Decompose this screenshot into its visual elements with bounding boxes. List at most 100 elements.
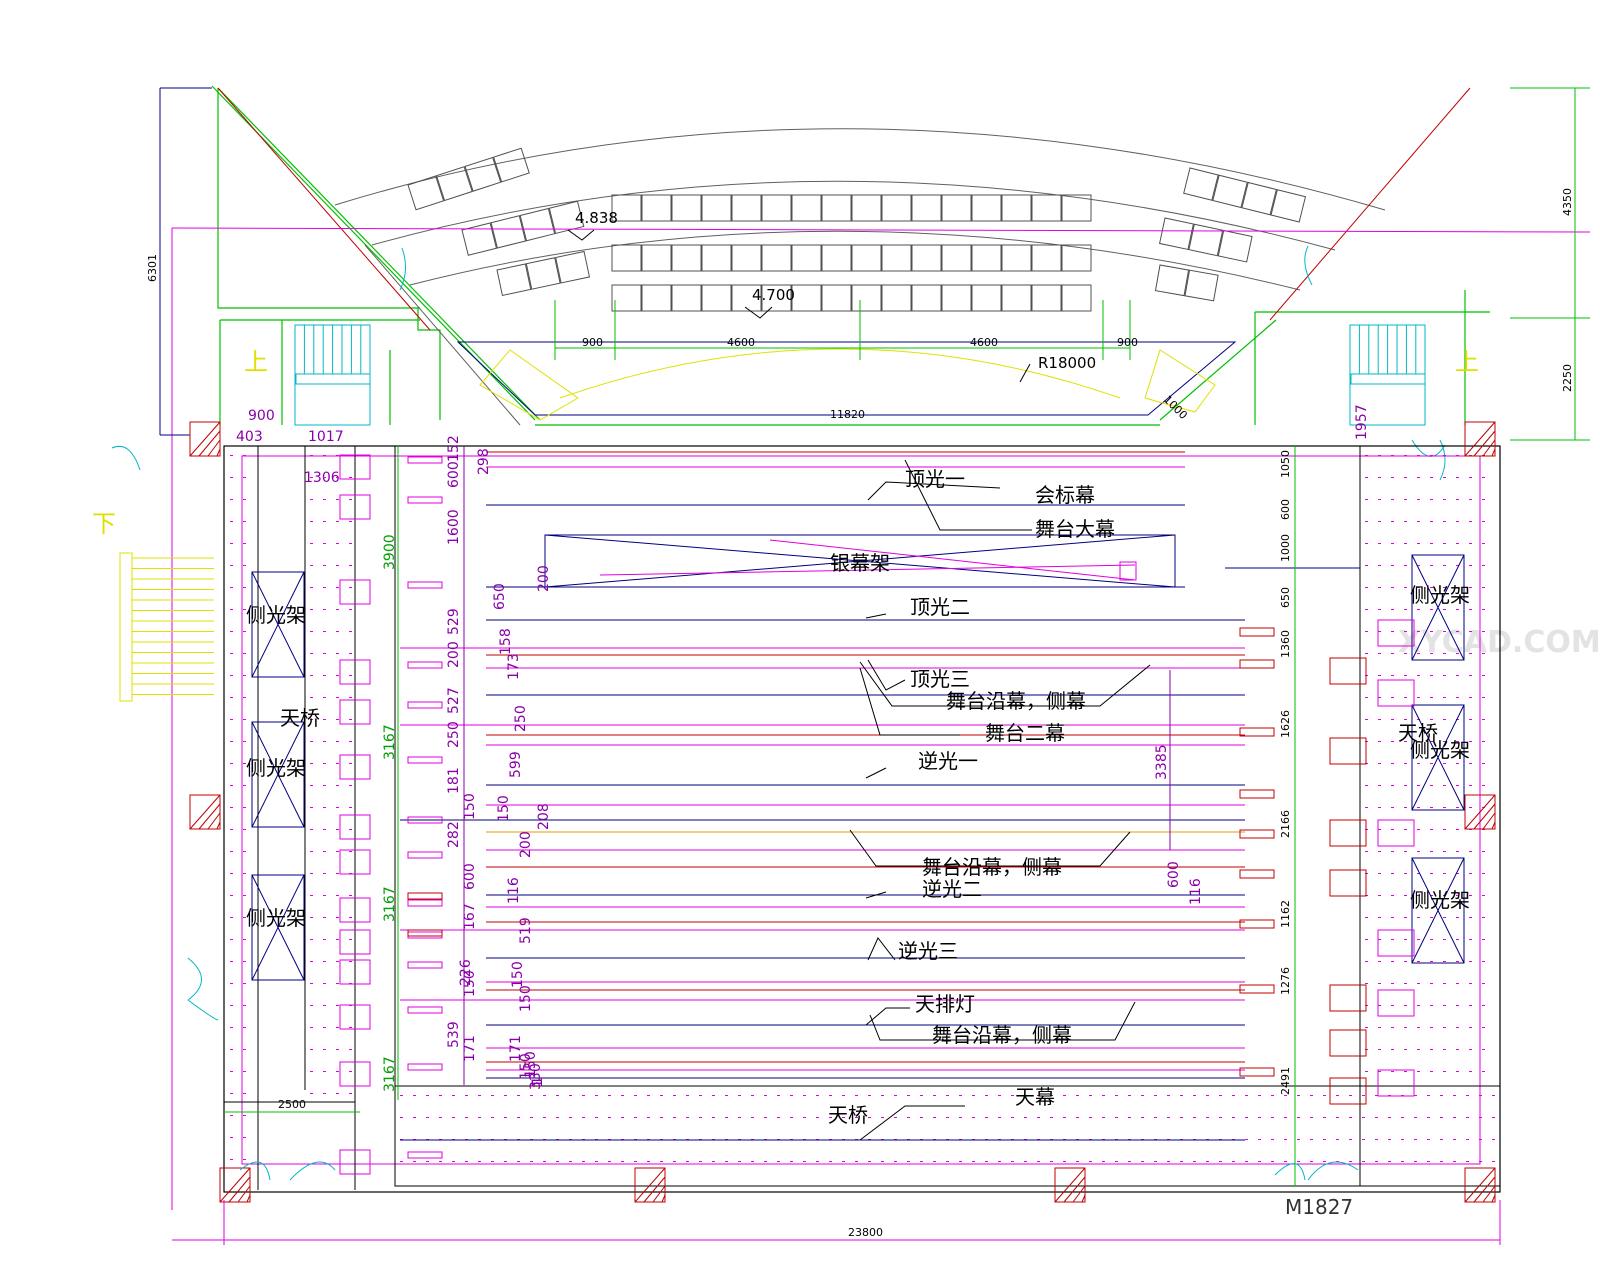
left-batten-dim: 150 (518, 985, 534, 1012)
left-batten-dim: 298 (476, 448, 492, 475)
grid-dot (243, 939, 246, 940)
grid-dot (1443, 763, 1446, 764)
svg-text:侧光架: 侧光架 (1410, 583, 1470, 607)
grid-dot (1440, 1161, 1443, 1162)
column-hatch (1081, 1194, 1086, 1203)
grid-dot (1378, 939, 1381, 940)
grid-dot (323, 807, 326, 808)
grid-dot (230, 785, 233, 786)
grid-dot (243, 675, 246, 676)
grid-dot (582, 1117, 585, 1118)
grid-dot (1430, 675, 1433, 676)
grid-dot (660, 1161, 663, 1162)
seat (941, 284, 972, 312)
stub (1239, 789, 1275, 799)
grid-dot (310, 983, 313, 984)
grid-dot (881, 1117, 884, 1118)
grid-dot (230, 1115, 233, 1116)
grid-dot (1378, 719, 1381, 720)
grid-dot (1154, 1095, 1157, 1096)
svg-text:会标幕: 会标幕 (1035, 483, 1095, 507)
grid-dot (1430, 895, 1433, 896)
grid-dot (1219, 1117, 1222, 1118)
apron-segment-dims: 900 4600 4600 900 (582, 336, 1138, 349)
grid-dot (1443, 587, 1446, 588)
grid-dot (323, 1093, 326, 1094)
grid-dot (725, 1095, 728, 1096)
grid-dot (349, 719, 352, 720)
grid-dot (243, 697, 246, 698)
grid-dot (504, 1095, 507, 1096)
grid-dot (1417, 455, 1420, 456)
grid-dot (621, 1095, 624, 1096)
svg-text:侧光架: 侧光架 (246, 906, 306, 930)
grid-dot (1365, 1027, 1368, 1028)
right-dim: 600 (1279, 499, 1292, 520)
frame-diag (251, 571, 305, 678)
seat (911, 284, 942, 312)
grid-dot (336, 1005, 339, 1006)
grid-dot (1076, 1117, 1079, 1118)
grid-dot (1232, 1117, 1235, 1118)
grid-dot (933, 1161, 936, 1162)
grid-dot (1141, 1095, 1144, 1096)
grid-dot (1154, 1161, 1157, 1162)
grid-dot (1417, 829, 1420, 830)
grid-dot (1456, 1005, 1459, 1006)
grid-dot (243, 1071, 246, 1072)
column-hatch (219, 1167, 251, 1203)
dim-3385: 3385 (1154, 744, 1170, 780)
dim-1957: 1957 (1354, 404, 1370, 440)
batten-box (339, 929, 371, 955)
column-hatch (216, 821, 221, 830)
grid-dot (1404, 983, 1407, 984)
grid-dot (803, 1117, 806, 1118)
grid-dot (323, 499, 326, 500)
grid-dot (336, 477, 339, 478)
grid-dot (1206, 1095, 1209, 1096)
grid-dot (634, 1117, 637, 1118)
grid-dot (1365, 499, 1368, 500)
grid-dot (1430, 961, 1433, 962)
grid-dot (881, 1095, 884, 1096)
grid-dot (1443, 873, 1446, 874)
left-batten-dim: 150 (462, 793, 478, 820)
left-batten-dim: 171 (462, 1035, 478, 1062)
frame-box (251, 571, 305, 678)
grid-dot (933, 1117, 936, 1118)
grid-dot (1193, 1161, 1196, 1162)
grid-dot (699, 1095, 702, 1096)
grid-dot (243, 961, 246, 962)
grid-dot (894, 1161, 897, 1162)
grid-dot (1469, 961, 1472, 962)
side-light-frame (1411, 704, 1465, 811)
grid-dot (1391, 939, 1394, 940)
grid-dot (336, 521, 339, 522)
grid-dot (1430, 873, 1433, 874)
dim-2250: 2250 (1561, 364, 1574, 392)
grid-dot (764, 1095, 767, 1096)
grid-dot (1456, 631, 1459, 632)
grid-dot (1443, 477, 1446, 478)
grid-dot (310, 455, 313, 456)
grid-dot (1469, 521, 1472, 522)
grid-dot (310, 499, 313, 500)
grid-dot (998, 1117, 1001, 1118)
grid-dot (310, 477, 313, 478)
grid-dot (1141, 1117, 1144, 1118)
column-hatch (1464, 421, 1496, 457)
grid-dot (1404, 961, 1407, 962)
grid-dot (1378, 1027, 1381, 1028)
grid-dot (478, 1117, 481, 1118)
door-label-m1827: M1827 (1285, 1195, 1353, 1219)
grid-dot (985, 1161, 988, 1162)
dim-2500: 2500 (278, 1098, 306, 1111)
grid-dot (1430, 763, 1433, 764)
grid-dot (1391, 1049, 1394, 1050)
grid-dot (1284, 1117, 1287, 1118)
grid-dot (946, 1117, 949, 1118)
grid-dot (1456, 521, 1459, 522)
grid-dot (336, 653, 339, 654)
grid-dot (1469, 697, 1472, 698)
grid-dot (1430, 521, 1433, 522)
